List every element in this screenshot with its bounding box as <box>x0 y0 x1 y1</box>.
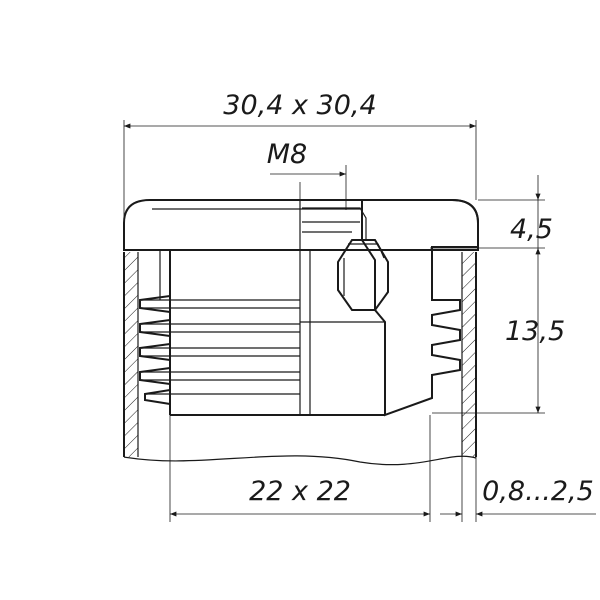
dimension-insert-depth <box>432 247 545 414</box>
outer-size-label: 30,4 x 30,4 <box>223 90 376 121</box>
plug-body <box>139 200 385 416</box>
inner-size-label: 22 x 22 <box>249 476 351 507</box>
dimension-wall-thickness <box>440 457 596 522</box>
cap-height-label: 4,5 <box>510 214 553 245</box>
thread-label: M8 <box>267 139 307 170</box>
dimension-outer-size <box>123 120 477 250</box>
insert-depth-label: 13,5 <box>505 316 565 347</box>
dimension-thread <box>270 165 347 210</box>
dimension-inner-size <box>169 415 431 522</box>
tube-wall-left <box>123 252 139 457</box>
dimension-cap-height <box>430 175 545 249</box>
plug-section <box>302 199 479 417</box>
tube-wall-right <box>461 252 477 457</box>
tube-break-line <box>123 455 477 466</box>
wall-thickness-label: 0,8...2,5 <box>482 476 594 507</box>
cap-head <box>123 199 479 251</box>
